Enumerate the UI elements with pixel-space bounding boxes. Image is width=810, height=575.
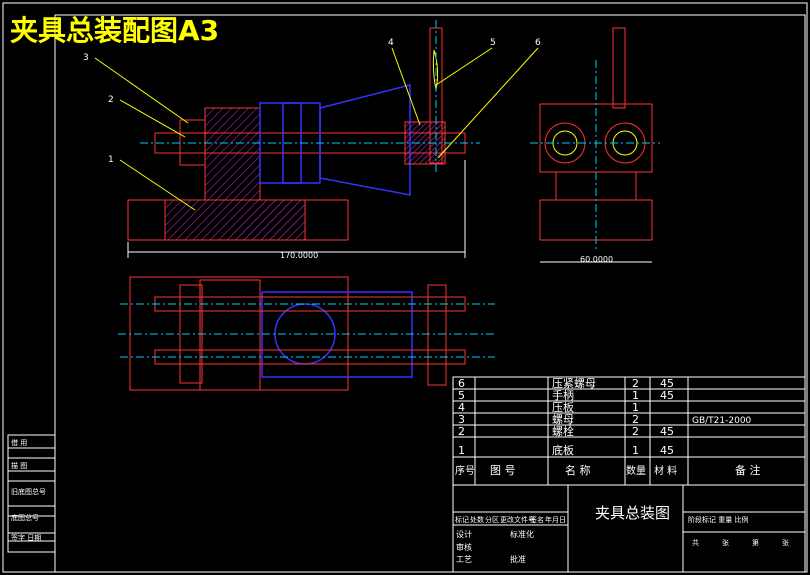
leader-5-line xyxy=(435,47,493,86)
bom-seq-2: 2 xyxy=(458,425,465,438)
inner-border xyxy=(54,14,806,573)
tb-label-change: 更改文件号 xyxy=(500,515,535,524)
strip-old-base: 旧底图总号 xyxy=(11,487,46,496)
bom-header-name: 名 称 xyxy=(565,463,591,477)
upright-block xyxy=(204,107,261,201)
bom-seq-3: 3 xyxy=(458,413,465,426)
bom-qty-4: 1 xyxy=(632,401,639,414)
bom-header-material: 材 料 xyxy=(654,464,677,477)
bom-name-2: 螺栓 xyxy=(552,424,574,438)
side-handle xyxy=(612,27,626,109)
bom-name-4: 压板 xyxy=(552,400,574,414)
drawing-name: 夹具总装图 xyxy=(595,504,670,522)
front-dim-text: 170.0000 xyxy=(280,251,318,260)
bom-name-5: 手柄 xyxy=(552,388,574,402)
leader-6: 6 xyxy=(535,38,541,48)
leader-1-line xyxy=(119,159,196,211)
title-block-frame xyxy=(452,484,806,573)
tb-sheet-total: 共 xyxy=(692,538,699,547)
bom-name-1: 底板 xyxy=(552,443,574,457)
tb-label-mark: 标记 xyxy=(455,515,469,524)
tb-label-count: 处数 xyxy=(470,515,484,524)
tb-sheet-num-unit: 张 xyxy=(782,538,789,547)
bom-name-6: 压紧螺母 xyxy=(552,377,596,390)
title-block xyxy=(452,484,806,573)
leader-1: 1 xyxy=(108,155,114,165)
tb-checker: 审核 xyxy=(456,542,472,552)
leader-5: 5 xyxy=(490,38,496,48)
leader-2-line xyxy=(119,99,186,138)
side-strip-frame xyxy=(7,434,56,553)
tb-approve: 批准 xyxy=(510,554,526,564)
strip-borrow: 借 用 xyxy=(11,438,27,447)
tb-label-date: 年月日 xyxy=(545,515,566,524)
bom-header-seq: 序号 xyxy=(455,464,475,477)
tb-label-zone: 分区 xyxy=(485,515,499,524)
bom-seq-5: 5 xyxy=(458,389,465,402)
side-strip xyxy=(7,434,56,553)
bom-seq-1: 1 xyxy=(458,444,465,457)
drawing-title: 夹具总装配图A3 xyxy=(10,14,219,47)
bom-mat-5: 45 xyxy=(660,389,674,402)
side-view: 60.0000 xyxy=(530,27,660,264)
tb-right-header: 阶段标记 重量 比例 xyxy=(688,515,748,524)
tb-designer: 设计 xyxy=(456,529,472,539)
bom-qty-1: 1 xyxy=(632,444,639,457)
side-dim-text: 60.0000 xyxy=(580,255,613,264)
bom-mat-2: 45 xyxy=(660,425,674,438)
base-hatch xyxy=(164,199,306,241)
bom-header-drawing: 图 号 xyxy=(490,464,516,477)
tb-sheet-num: 第 xyxy=(752,538,759,547)
bom-mat-6: 45 xyxy=(660,377,674,390)
leader-4-line xyxy=(391,47,421,126)
bom-seq-6: 6 xyxy=(458,377,465,390)
leader-4: 4 xyxy=(388,38,394,48)
bom-qty-2: 2 xyxy=(632,425,639,438)
leader-2: 2 xyxy=(108,95,114,105)
bom-mat-1: 45 xyxy=(660,444,674,457)
leader-3-line xyxy=(94,57,189,124)
tb-sheet-total-unit: 张 xyxy=(722,538,729,547)
bom-qty-5: 1 xyxy=(632,389,639,402)
strip-sign-date: 签字 日期 xyxy=(11,533,41,542)
bom-seq-4: 4 xyxy=(458,401,465,414)
leader-3: 3 xyxy=(83,53,89,63)
bom-header-note: 备 注 xyxy=(735,463,761,477)
bom-rows: 6 压紧螺母 2 45 5 手柄 1 45 4 压板 1 3 螺母 2 GB/T… xyxy=(455,377,761,477)
leader-6-line xyxy=(437,47,539,159)
top-upright xyxy=(199,279,261,391)
bom-name-3: 螺母 xyxy=(552,413,574,426)
taper-shaft xyxy=(319,84,411,196)
tb-standard: 标准化 xyxy=(510,529,534,539)
bom-note-3: GB/T21-2000 xyxy=(692,416,752,426)
top-clamp xyxy=(427,284,447,386)
tb-label-sign: 签名 xyxy=(530,515,544,524)
bom-header-qty: 数量 xyxy=(626,464,646,477)
top-view xyxy=(118,276,495,391)
tb-process: 工艺 xyxy=(456,555,472,564)
strip-base: 底图总号 xyxy=(11,513,39,522)
bom-qty-3: 2 xyxy=(632,413,639,426)
bom-qty-6: 2 xyxy=(632,377,639,390)
strip-trace: 描 图 xyxy=(11,461,27,470)
front-view: 170.0000 1 2 3 4 5 6 xyxy=(83,20,541,260)
